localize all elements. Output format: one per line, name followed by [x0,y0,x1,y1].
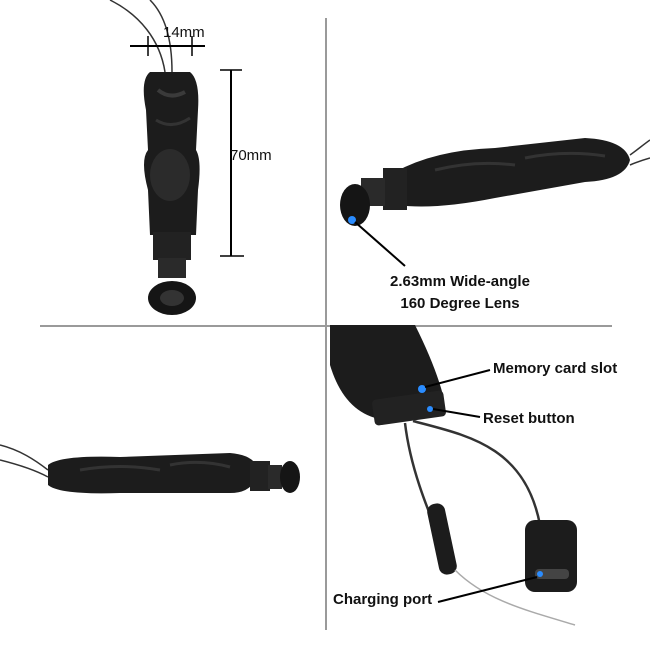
panel-side-view [0,325,325,650]
panel-ports: Memory card slot Reset button Charging p… [325,325,650,650]
lens-label-line1: 2.63mm Wide-angle [390,273,530,290]
width-dimension-label: 14mm [163,24,205,41]
camera-horizontal-image [0,444,300,494]
panel-lens: 2.63mm Wide-angle 160 Degree Lens [325,0,650,325]
vertical-divider [325,18,327,630]
horizontal-divider [40,325,612,327]
camera-angled-image [340,138,650,267]
reset-button-label: Reset button [483,410,575,427]
camera-ports-image [330,325,577,626]
panel-dimensions: 14mm 70mm [0,0,325,325]
length-dimension-label: 70mm [230,147,272,164]
camera-vertical-image [109,0,244,315]
charging-port-label: Charging port [333,591,433,608]
memory-card-slot-label: Memory card slot [493,360,618,377]
lens-label-line2: 160 Degree Lens [400,295,520,312]
